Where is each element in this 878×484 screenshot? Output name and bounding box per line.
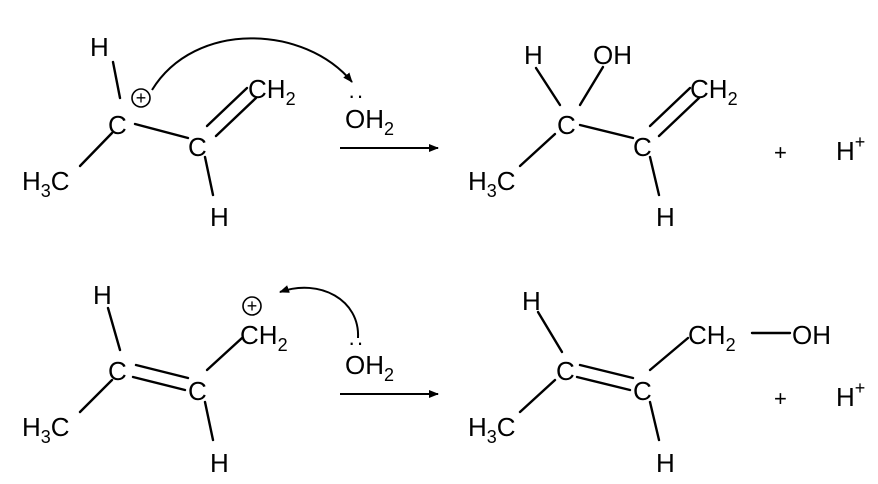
methyl-group: H3C <box>468 166 516 201</box>
carbon-2: C <box>188 132 207 162</box>
carbon-2: C <box>633 376 652 406</box>
double-bond-a <box>134 363 190 380</box>
water-formula: OH2 <box>345 350 394 385</box>
double-bond-a <box>205 86 249 128</box>
double-bond-b <box>657 96 701 138</box>
hydroxyl-group: OH <box>593 40 632 70</box>
plus-sign: + <box>774 386 787 411</box>
ch2-group: CH2 <box>690 74 738 109</box>
positive-charge-icon <box>242 296 262 316</box>
reaction-1-reactant: H + C C CH2 H3C H <box>22 32 296 232</box>
positive-charge-icon <box>131 88 151 108</box>
reaction-1: H + C C CH2 H3C H ·· OH2 H OH <box>22 32 865 232</box>
reaction-1-reagent-water: ·· OH2 <box>345 83 394 139</box>
bond-h-c1 <box>111 60 122 100</box>
bond-c2-h <box>648 400 661 442</box>
bond-oh-c1 <box>578 65 605 107</box>
methyl-group: H3C <box>468 412 516 447</box>
carbon-1: C <box>108 356 127 386</box>
ch2-group: CH2 <box>248 74 296 109</box>
bond-ch3-c1 <box>78 131 114 168</box>
bond-ch3-c1 <box>518 132 557 168</box>
h-bottom: H <box>656 448 675 478</box>
h-top: H <box>90 32 109 62</box>
double-bond-a <box>648 86 692 128</box>
curved-arrow-icon <box>279 285 360 339</box>
carbon-2: C <box>188 376 207 406</box>
proton: H+ <box>836 132 865 166</box>
plus-sign: + <box>774 140 787 165</box>
bond-c2-h <box>648 155 661 197</box>
charge-sign: + <box>247 296 258 316</box>
double-bond-a <box>578 363 635 380</box>
bond-h-c1 <box>106 306 122 352</box>
h-top: H <box>93 280 112 310</box>
methyl-group: H3C <box>22 166 70 201</box>
double-bond-b <box>214 96 258 138</box>
bond-c2-ch2 <box>205 336 244 372</box>
reaction-2: H C C + CH2 H3C H ·· OH2 H C <box>22 280 865 478</box>
h-top: H <box>522 286 541 316</box>
bond-c2-h <box>203 400 215 442</box>
h-bottom: H <box>210 448 229 478</box>
bond-c1-c2 <box>578 123 635 140</box>
bond-h-c1 <box>536 310 564 354</box>
bond-c2-ch2 <box>648 336 690 372</box>
reaction-2-reagent-water: ·· OH2 <box>345 330 394 385</box>
bond-c1-c2 <box>133 122 190 140</box>
carbon-1: C <box>556 356 575 386</box>
carbon-2: C <box>633 132 652 162</box>
lone-pair: ·· <box>348 83 365 108</box>
proton: H+ <box>836 378 865 412</box>
ch2-group: CH2 <box>240 320 288 355</box>
hydroxyl-group: OH <box>792 320 831 350</box>
double-bond-b <box>575 375 632 392</box>
bond-h-c1 <box>534 66 562 107</box>
carbon-1: C <box>108 110 127 140</box>
bond-c2-h <box>203 155 215 197</box>
h-bottom: H <box>656 202 675 232</box>
charge-sign: + <box>136 88 147 108</box>
bond-ch3-c1 <box>518 378 557 414</box>
ch2-group: CH2 <box>688 320 736 355</box>
bond-ch3-c1 <box>78 378 114 414</box>
h-bottom: H <box>210 202 229 232</box>
reaction-1-product: H OH C C CH2 H3C H <box>468 40 738 232</box>
double-bond-b <box>131 375 187 392</box>
curved-arrow-icon <box>151 37 353 91</box>
methyl-group: H3C <box>22 412 70 447</box>
carbon-1: C <box>557 110 576 140</box>
reaction-2-product: H C C CH2 OH H3C H <box>468 286 831 478</box>
reaction-2-reactant: H C C + CH2 H3C H <box>22 280 288 478</box>
water-formula: OH2 <box>345 104 394 139</box>
h-top: H <box>524 40 543 70</box>
lone-pair: ·· <box>348 330 365 355</box>
